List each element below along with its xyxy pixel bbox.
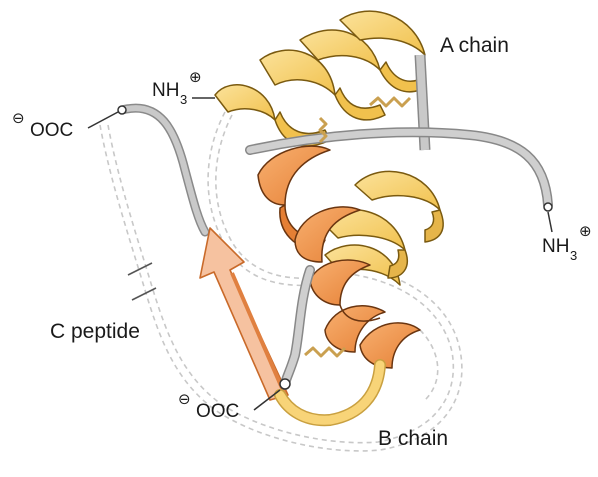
c-peptide-coil — [118, 106, 205, 232]
svg-text:OOC: OOC — [30, 120, 73, 141]
a-chain-helix-upper — [215, 11, 425, 146]
b-chain-c-terminus-label: ⊖ OOC — [178, 390, 280, 422]
svg-text:3: 3 — [570, 248, 577, 263]
svg-text:NH: NH — [152, 80, 179, 101]
svg-text:OOC: OOC — [196, 401, 239, 422]
b-chain-label: B chain — [378, 427, 448, 450]
a-chain-label: A chain — [440, 34, 509, 57]
svg-text:⊕: ⊕ — [189, 69, 202, 86]
c-peptide-label: C peptide — [50, 320, 140, 343]
a-chain-n-terminus-label: NH 3 ⊕ — [152, 69, 215, 107]
b-chain-strand-arrow — [200, 228, 288, 400]
svg-text:NH: NH — [542, 236, 569, 257]
svg-text:⊖: ⊖ — [12, 110, 25, 127]
svg-text:⊖: ⊖ — [178, 391, 191, 408]
b-chain-n-terminus-label: NH 3 ⊕ — [542, 212, 592, 263]
svg-text:⊕: ⊕ — [579, 223, 592, 240]
svg-text:3: 3 — [180, 92, 187, 107]
